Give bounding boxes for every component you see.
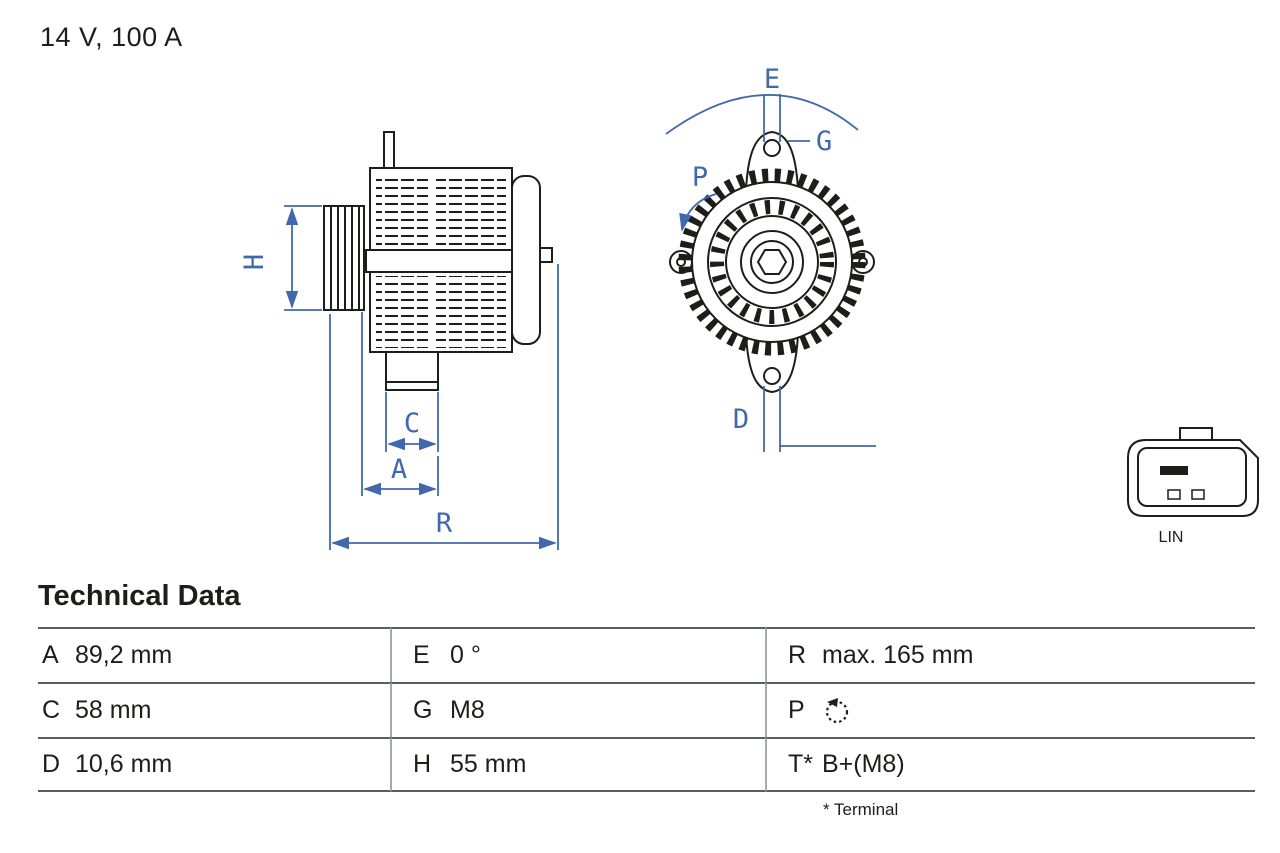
spec-label-P: P xyxy=(765,682,822,737)
side-view-drawing xyxy=(323,131,553,391)
spec-value-G: M8 xyxy=(450,682,765,737)
dim-label-A: A xyxy=(391,454,407,485)
technical-data-section: Technical Data A 89,2 mm E 0 ° R max. 16… xyxy=(38,580,1255,820)
rating-title: 14 V, 100 A xyxy=(40,22,183,52)
spec-value-P xyxy=(822,682,1255,737)
spec-label-A: A xyxy=(38,627,75,682)
spec-value-C: 58 mm xyxy=(75,682,390,737)
spec-label-H: H xyxy=(390,737,450,792)
front-view-drawing xyxy=(669,130,875,394)
dim-label-P: P xyxy=(692,162,708,193)
front-view-dimension-labels: E G P D xyxy=(692,64,832,435)
spec-label-T: T* xyxy=(765,737,822,792)
connector-label: LIN xyxy=(1159,529,1184,546)
spec-value-E: 0 ° xyxy=(450,627,765,682)
spec-value-T: B+(M8) xyxy=(822,737,1255,792)
spec-label-R: R xyxy=(765,627,822,682)
spec-value-R: max. 165 mm xyxy=(822,627,1255,682)
side-view-dimension-labels: H C A R xyxy=(239,254,453,539)
spec-value-D: 10,6 mm xyxy=(75,737,390,792)
dim-label-E: E xyxy=(764,64,780,95)
technical-data-table: A 89,2 mm E 0 ° R max. 165 mm C 58 mm G … xyxy=(38,627,1255,792)
technical-drawing: H C A R E G P D xyxy=(239,64,1259,550)
spec-label-C: C xyxy=(38,682,75,737)
spec-value-A: 89,2 mm xyxy=(75,627,390,682)
dim-label-G: G xyxy=(816,126,832,157)
rotation-ccw-icon xyxy=(825,697,849,723)
spec-label-E: E xyxy=(390,627,450,682)
spec-label-G: G xyxy=(390,682,450,737)
dim-label-D: D xyxy=(733,404,749,435)
dim-label-C: C xyxy=(404,408,420,439)
spec-value-H: 55 mm xyxy=(450,737,765,792)
terminal-footnote: * Terminal xyxy=(823,800,899,819)
dim-label-R: R xyxy=(436,508,453,539)
connector-drawing xyxy=(1127,427,1259,517)
front-view-dimensions xyxy=(665,94,876,452)
technical-data-title: Technical Data xyxy=(38,580,241,612)
dim-label-H: H xyxy=(239,254,270,270)
side-view-dimensions xyxy=(284,205,559,550)
spec-label-D: D xyxy=(38,737,75,792)
